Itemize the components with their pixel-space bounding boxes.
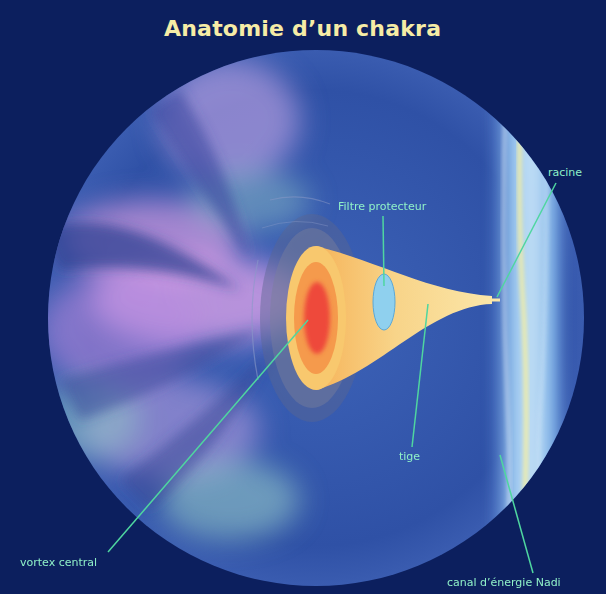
leader-lines	[108, 183, 556, 573]
vortex-core	[304, 282, 330, 354]
leader-line	[500, 455, 533, 573]
part-label: tige	[399, 450, 420, 463]
part-label: vortex central	[20, 556, 97, 569]
leader-line	[412, 304, 428, 447]
vortex-rim	[286, 246, 346, 390]
leader-line	[108, 320, 308, 552]
leader-line	[383, 216, 384, 286]
part-label: Filtre protecteur	[338, 200, 426, 213]
diagram-title: Anatomie d’un chakra	[164, 16, 441, 41]
leader-line	[497, 183, 556, 297]
part-label: racine	[548, 166, 582, 179]
vortex-outer	[294, 262, 338, 374]
nadi-channel	[488, 40, 568, 594]
part-label: canal d’énergie Nadi	[447, 576, 561, 589]
chakra-root	[486, 299, 500, 302]
